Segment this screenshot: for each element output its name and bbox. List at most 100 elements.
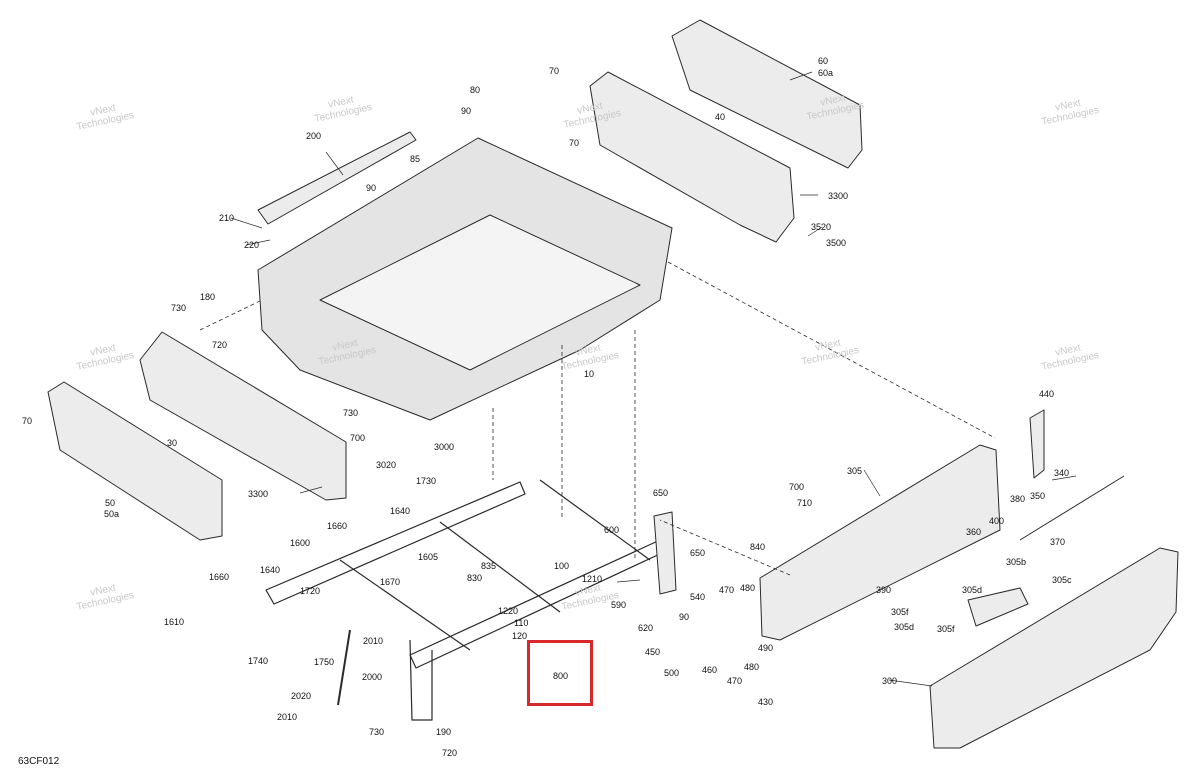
- tailgate-inner: [759, 444, 1001, 641]
- part-callout: 360: [966, 527, 982, 537]
- part-callout: 305f: [891, 607, 909, 617]
- frame-cross-b: [439, 521, 561, 613]
- part-callout: 3000: [434, 442, 455, 452]
- part-callout: 720: [212, 340, 228, 350]
- part-callout: 840: [750, 542, 766, 552]
- part-callout: 480: [740, 583, 756, 593]
- part-callout: 210: [219, 213, 235, 223]
- part-callout: 340: [1054, 468, 1070, 478]
- part-callout: 380: [1010, 494, 1026, 504]
- part-callout: 1720: [300, 586, 321, 596]
- part-callout: 1730: [416, 476, 437, 486]
- part-callout: 1210: [582, 574, 603, 584]
- part-callout: 1610: [164, 617, 185, 627]
- part-callout: 50a: [104, 509, 120, 519]
- top-rail: [257, 131, 417, 225]
- part-callout: 50: [105, 498, 116, 508]
- rear-cover-panel: [671, 19, 863, 169]
- part-callout: 470: [719, 585, 735, 595]
- part-callout: 460: [702, 665, 718, 675]
- part-callout: 3500: [826, 238, 847, 248]
- part-callout: 470: [727, 676, 743, 686]
- gas-strut: [337, 629, 351, 706]
- part-callout: 80: [470, 85, 481, 95]
- part-callout: 10: [584, 369, 595, 379]
- part-callout: 730: [171, 303, 187, 313]
- part-callout: 305d: [962, 585, 983, 595]
- part-callout: 70: [569, 138, 580, 148]
- part-callout: 100: [554, 561, 570, 571]
- part-callout: 700: [789, 482, 805, 492]
- part-callout: 835: [481, 561, 497, 571]
- part-callout: 1670: [380, 577, 401, 587]
- part-callout: 40: [715, 112, 726, 122]
- part-callout: 3020: [376, 460, 397, 470]
- part-callout: 1660: [327, 521, 348, 531]
- part-callout: 305f: [937, 624, 955, 634]
- part-callout: 90: [679, 612, 690, 622]
- left-side-panel: [139, 331, 347, 501]
- part-callout: 1640: [260, 565, 281, 575]
- part-callout: 1660: [209, 572, 230, 582]
- part-callout: 390: [876, 585, 892, 595]
- diagram-code: 63CF012: [18, 756, 60, 767]
- part-callout: 800: [553, 671, 569, 681]
- part-callout: 1640: [390, 506, 411, 516]
- frame-cross-a: [339, 559, 471, 651]
- part-callout: 60: [818, 56, 829, 66]
- part-callout: 430: [758, 697, 774, 707]
- part-callout: 1220: [498, 606, 519, 616]
- part-callout: 3300: [828, 191, 849, 201]
- part-callout: 85: [410, 154, 421, 164]
- part-callout: 830: [467, 573, 483, 583]
- frame-cross-c: [539, 479, 651, 561]
- part-callout: 350: [1030, 491, 1046, 501]
- frame-leg: [409, 639, 433, 721]
- part-callout: 110: [514, 618, 529, 628]
- part-callout: 730: [369, 727, 385, 737]
- part-callout: 2000: [362, 672, 383, 682]
- part-callout: 220: [244, 240, 260, 250]
- part-callout: 2010: [277, 712, 298, 722]
- part-callout: 600: [604, 525, 620, 535]
- part-callout: 1600: [290, 538, 311, 548]
- highlight-box: [527, 640, 593, 706]
- part-callout: 190: [436, 727, 452, 737]
- part-callout: 500: [664, 668, 680, 678]
- part-callout: 70: [549, 66, 560, 76]
- rear-wall-panel: [589, 71, 795, 243]
- part-callout: 90: [461, 106, 472, 116]
- part-callout: 70: [22, 416, 33, 426]
- part-callout: 440: [1039, 389, 1055, 399]
- part-callout: 3300: [248, 489, 269, 499]
- hinge-bracket: [1029, 409, 1045, 479]
- release-cable: [1019, 475, 1125, 541]
- part-callout: 650: [653, 488, 669, 498]
- part-callout: 3520: [811, 222, 832, 232]
- part-callout: 305b: [1006, 557, 1027, 567]
- part-callout: 720: [442, 748, 458, 758]
- part-callout: 450: [645, 647, 661, 657]
- left-outer-panel: [47, 381, 223, 541]
- part-callout: 305: [847, 466, 863, 476]
- part-callout: 1605: [418, 552, 439, 562]
- cargo-box-floor: [319, 214, 641, 371]
- part-callout: 370: [1050, 537, 1066, 547]
- part-callout: 730: [343, 408, 359, 418]
- part-callout: 30: [167, 438, 178, 448]
- part-callout: 1750: [314, 657, 335, 667]
- part-callout: 650: [690, 548, 706, 558]
- part-callout: 305d: [894, 622, 915, 632]
- part-callout: 700: [350, 433, 366, 443]
- part-callout: 200: [306, 131, 322, 141]
- part-callout: 2010: [363, 636, 384, 646]
- part-callout: 400: [989, 516, 1005, 526]
- part-callout: 2020: [291, 691, 312, 701]
- frame-front-rail: [265, 481, 526, 605]
- part-callout: 490: [758, 643, 774, 653]
- part-callout: 710: [797, 498, 813, 508]
- right-bracket: [653, 511, 677, 595]
- part-callout: 540: [690, 592, 706, 602]
